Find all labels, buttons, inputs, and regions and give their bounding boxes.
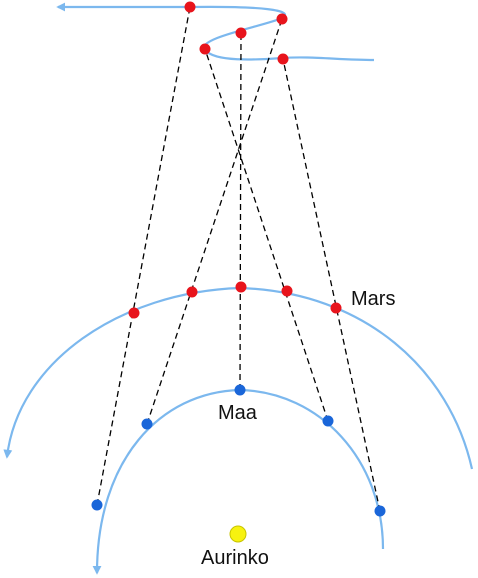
mars-position-2 (186, 286, 198, 298)
mars-position-5 (330, 302, 342, 314)
sight-line-5 (282, 58, 381, 512)
apparent-positions (184, 1, 289, 65)
sight-line-1 (96, 6, 191, 506)
sun-label: Aurinko (201, 547, 269, 569)
earth-positions (91, 384, 386, 517)
mars-positions (128, 281, 342, 319)
sight-lines (96, 6, 381, 512)
earth-position-5 (374, 505, 386, 517)
mars-label: Mars (351, 288, 395, 310)
apparent-position-5 (277, 53, 289, 65)
sun (229, 525, 247, 543)
earth-label: Maa (218, 402, 258, 424)
earth-position-2 (141, 418, 153, 430)
apparent-position-3 (235, 27, 247, 39)
earth-position-4 (322, 415, 334, 427)
earth-position-3 (234, 384, 246, 396)
sight-line-4 (204, 48, 329, 422)
apparent-position-1 (184, 1, 196, 13)
mars-position-1 (128, 307, 140, 319)
apparent-position-2 (276, 13, 288, 25)
apparent-mars-path (56, 2, 375, 62)
sight-line-2 (146, 18, 283, 425)
earth-position-1 (91, 499, 103, 511)
mars-position-4 (281, 285, 293, 297)
apparent-position-4 (199, 43, 211, 55)
sight-line-3 (239, 32, 242, 391)
mars-position-3 (235, 281, 247, 293)
